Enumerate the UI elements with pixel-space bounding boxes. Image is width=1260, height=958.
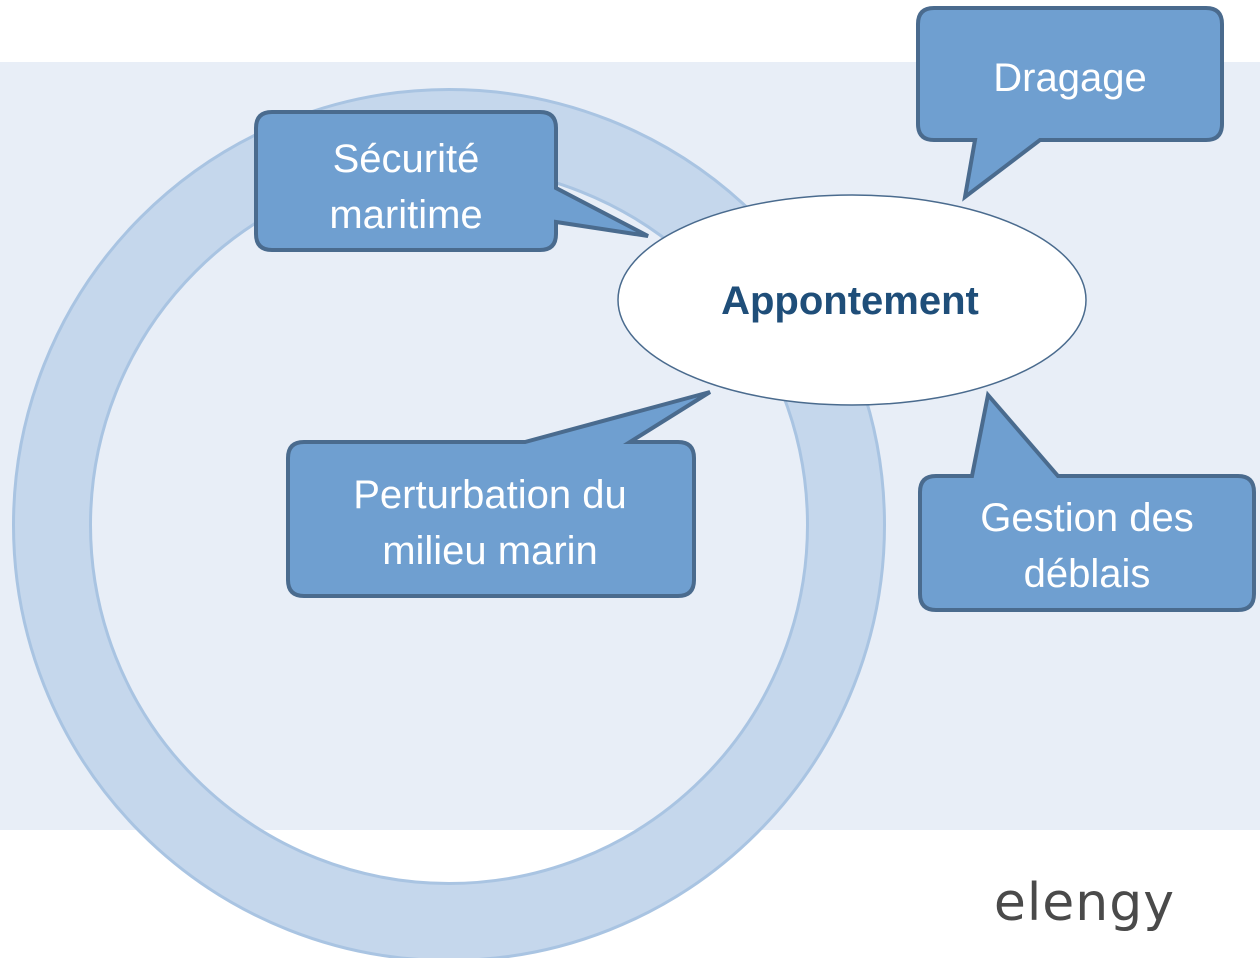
- center-ellipse: [617, 194, 1087, 406]
- callout-shape: [918, 390, 1256, 612]
- callout-perturbation[interactable]: Perturbation du milieu marin: [286, 390, 712, 598]
- callout-label: Dragage: [993, 56, 1146, 100]
- callout-dragage[interactable]: Dragage: [916, 6, 1224, 202]
- callout-label-line2: milieu marin: [382, 529, 598, 573]
- callout-label-line2: déblais: [1024, 552, 1151, 596]
- callout-label-line2: maritime: [329, 193, 482, 237]
- callout-label-line1: Gestion des: [980, 496, 1193, 540]
- center-label: Appontement: [721, 279, 979, 323]
- callout-shape: [286, 390, 712, 598]
- callout-label-line1: Perturbation du: [353, 473, 627, 517]
- callout-label-line1: Sécurité: [333, 137, 480, 181]
- callout-securite-maritime[interactable]: Sécurité maritime: [254, 110, 649, 252]
- callout-shape: [254, 110, 649, 252]
- center-node-appontement[interactable]: Appontement: [617, 194, 1087, 406]
- callout-shape: [916, 6, 1224, 202]
- callout-gestion-deblais[interactable]: Gestion des déblais: [918, 390, 1256, 612]
- elengy-logo: elengy: [994, 873, 1175, 933]
